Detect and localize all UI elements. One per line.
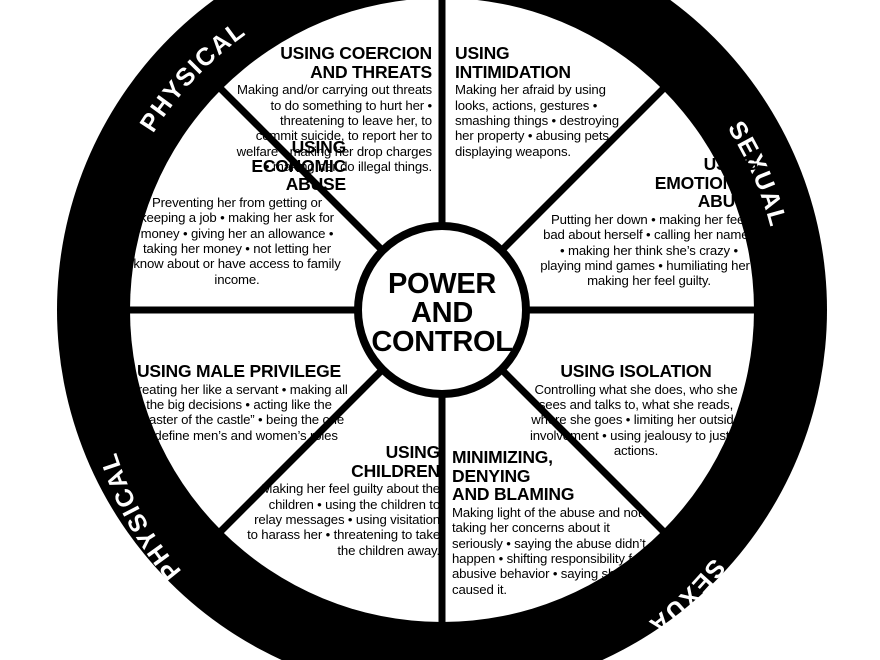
segment-body: Treating her like a servant • making all…	[130, 381, 348, 443]
segment-body: Controlling what she does, who she sees …	[529, 381, 743, 459]
segment-using-isolation: USING ISOLATION Controlling what she doe…	[522, 362, 750, 459]
hub-circle	[354, 222, 530, 398]
segment-heading: USING MALE PRIVILEGE	[136, 361, 342, 381]
hub-line-control: CONTROL	[371, 326, 513, 358]
segment-body: Making and/or carrying out threats to do…	[236, 82, 433, 175]
segment-body: Making her afraid by using looks, action…	[455, 82, 619, 159]
segment-body: Preventing her from getting or keeping a…	[133, 194, 341, 287]
hub-line-and: AND	[411, 297, 473, 329]
segment-body: Making her feel guilty about the childre…	[247, 481, 440, 558]
hub-label: POWER AND CONTROL	[366, 270, 518, 357]
segment-heading: USING ISOLATION	[560, 361, 712, 381]
segment-body: Making light of the abuse and not taking…	[452, 504, 646, 597]
segment-using-male-privilege: USING MALE PRIVILEGE Treating her like a…	[128, 362, 350, 443]
hub-line-power: POWER	[387, 268, 497, 300]
segment-body: Putting her down • making her feel bad a…	[540, 211, 758, 289]
